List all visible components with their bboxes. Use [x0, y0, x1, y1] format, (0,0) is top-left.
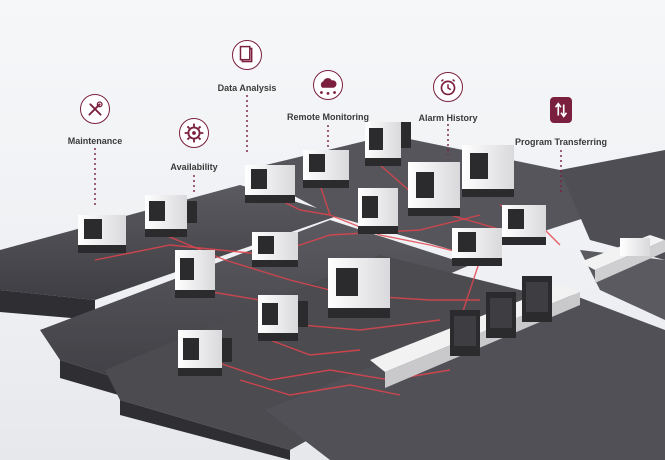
server-cabinet [522, 276, 552, 322]
cnc-machine [178, 330, 232, 376]
cnc-machine [303, 150, 349, 188]
cnc-machine [620, 238, 650, 256]
cnc-machine [78, 215, 126, 253]
cnc-machine [365, 122, 411, 166]
cnc-machine [145, 195, 197, 237]
gear-icon [179, 118, 209, 148]
cnc-machine [328, 258, 390, 318]
cnc-machine [502, 205, 546, 245]
feature-label: Availability [170, 162, 218, 172]
cnc-machine [175, 250, 215, 298]
feature-label: Alarm History [418, 113, 478, 123]
alarm-clock-icon [433, 72, 463, 102]
cnc-machine [258, 295, 308, 341]
cnc-machine [408, 162, 460, 216]
cnc-machine [358, 188, 398, 234]
transfer-arrows-icon [550, 97, 572, 123]
cnc-machine [462, 145, 514, 197]
cnc-machines [78, 122, 650, 376]
feature-label: Maintenance [67, 136, 123, 146]
server-cabinet [450, 310, 480, 356]
feature-label: Program Transferring [514, 137, 608, 147]
cloud-network-icon [313, 70, 343, 100]
cnc-machine [245, 165, 295, 203]
cnc-machine [452, 228, 502, 266]
cnc-machine [252, 232, 298, 267]
leader-lines [94, 95, 562, 205]
document-icon [232, 40, 262, 70]
server-cabinet [486, 292, 516, 338]
feature-label: Remote Monitoring [287, 112, 369, 122]
feature-label: Data Analysis [217, 83, 277, 93]
wrench-screwdriver-icon [80, 94, 110, 124]
